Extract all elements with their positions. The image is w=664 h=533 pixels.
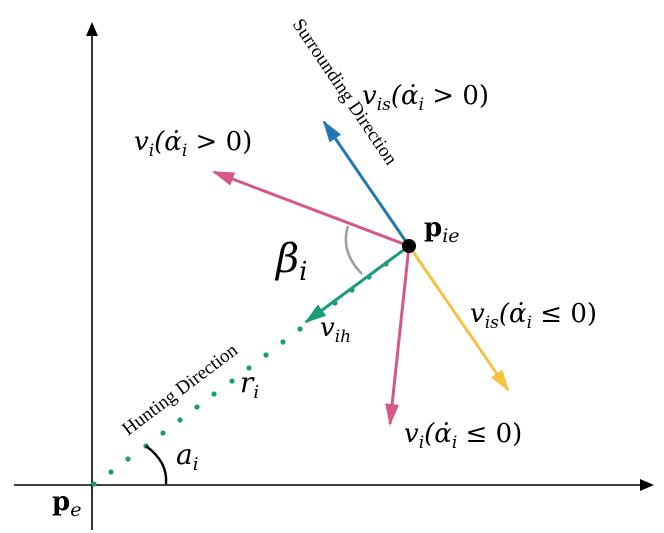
hunting-direction-label: Hunting Direction — [118, 339, 242, 440]
vis-neg-label: vis(α̇i ≤ 0) — [470, 299, 597, 333]
a-label: ai — [176, 438, 198, 475]
pe-label: pe — [52, 487, 81, 521]
vis-pos-label: vis(α̇i > 0) — [362, 81, 489, 115]
vi-neg-arrow — [385, 245, 411, 426]
surrounding-direction-label: Surrounding Direction — [288, 15, 402, 169]
vi-neg-label: vi(α̇i ≤ 0) — [404, 419, 522, 453]
vih-arrow — [304, 244, 410, 324]
vis-neg-arrow — [407, 245, 510, 392]
pie-point — [402, 239, 416, 253]
angle-beta-arc — [344, 225, 363, 275]
r-label: ri — [240, 366, 259, 403]
pie-label: pie — [424, 213, 460, 247]
vi-pos-label: vi(α̇i > 0) — [134, 127, 252, 161]
vi-pos-arrow — [212, 170, 410, 248]
vis-pos-arrow — [322, 120, 411, 247]
angle-a-arc — [145, 445, 168, 485]
beta-label: βi — [274, 236, 307, 287]
vih-label: vih — [320, 313, 351, 347]
